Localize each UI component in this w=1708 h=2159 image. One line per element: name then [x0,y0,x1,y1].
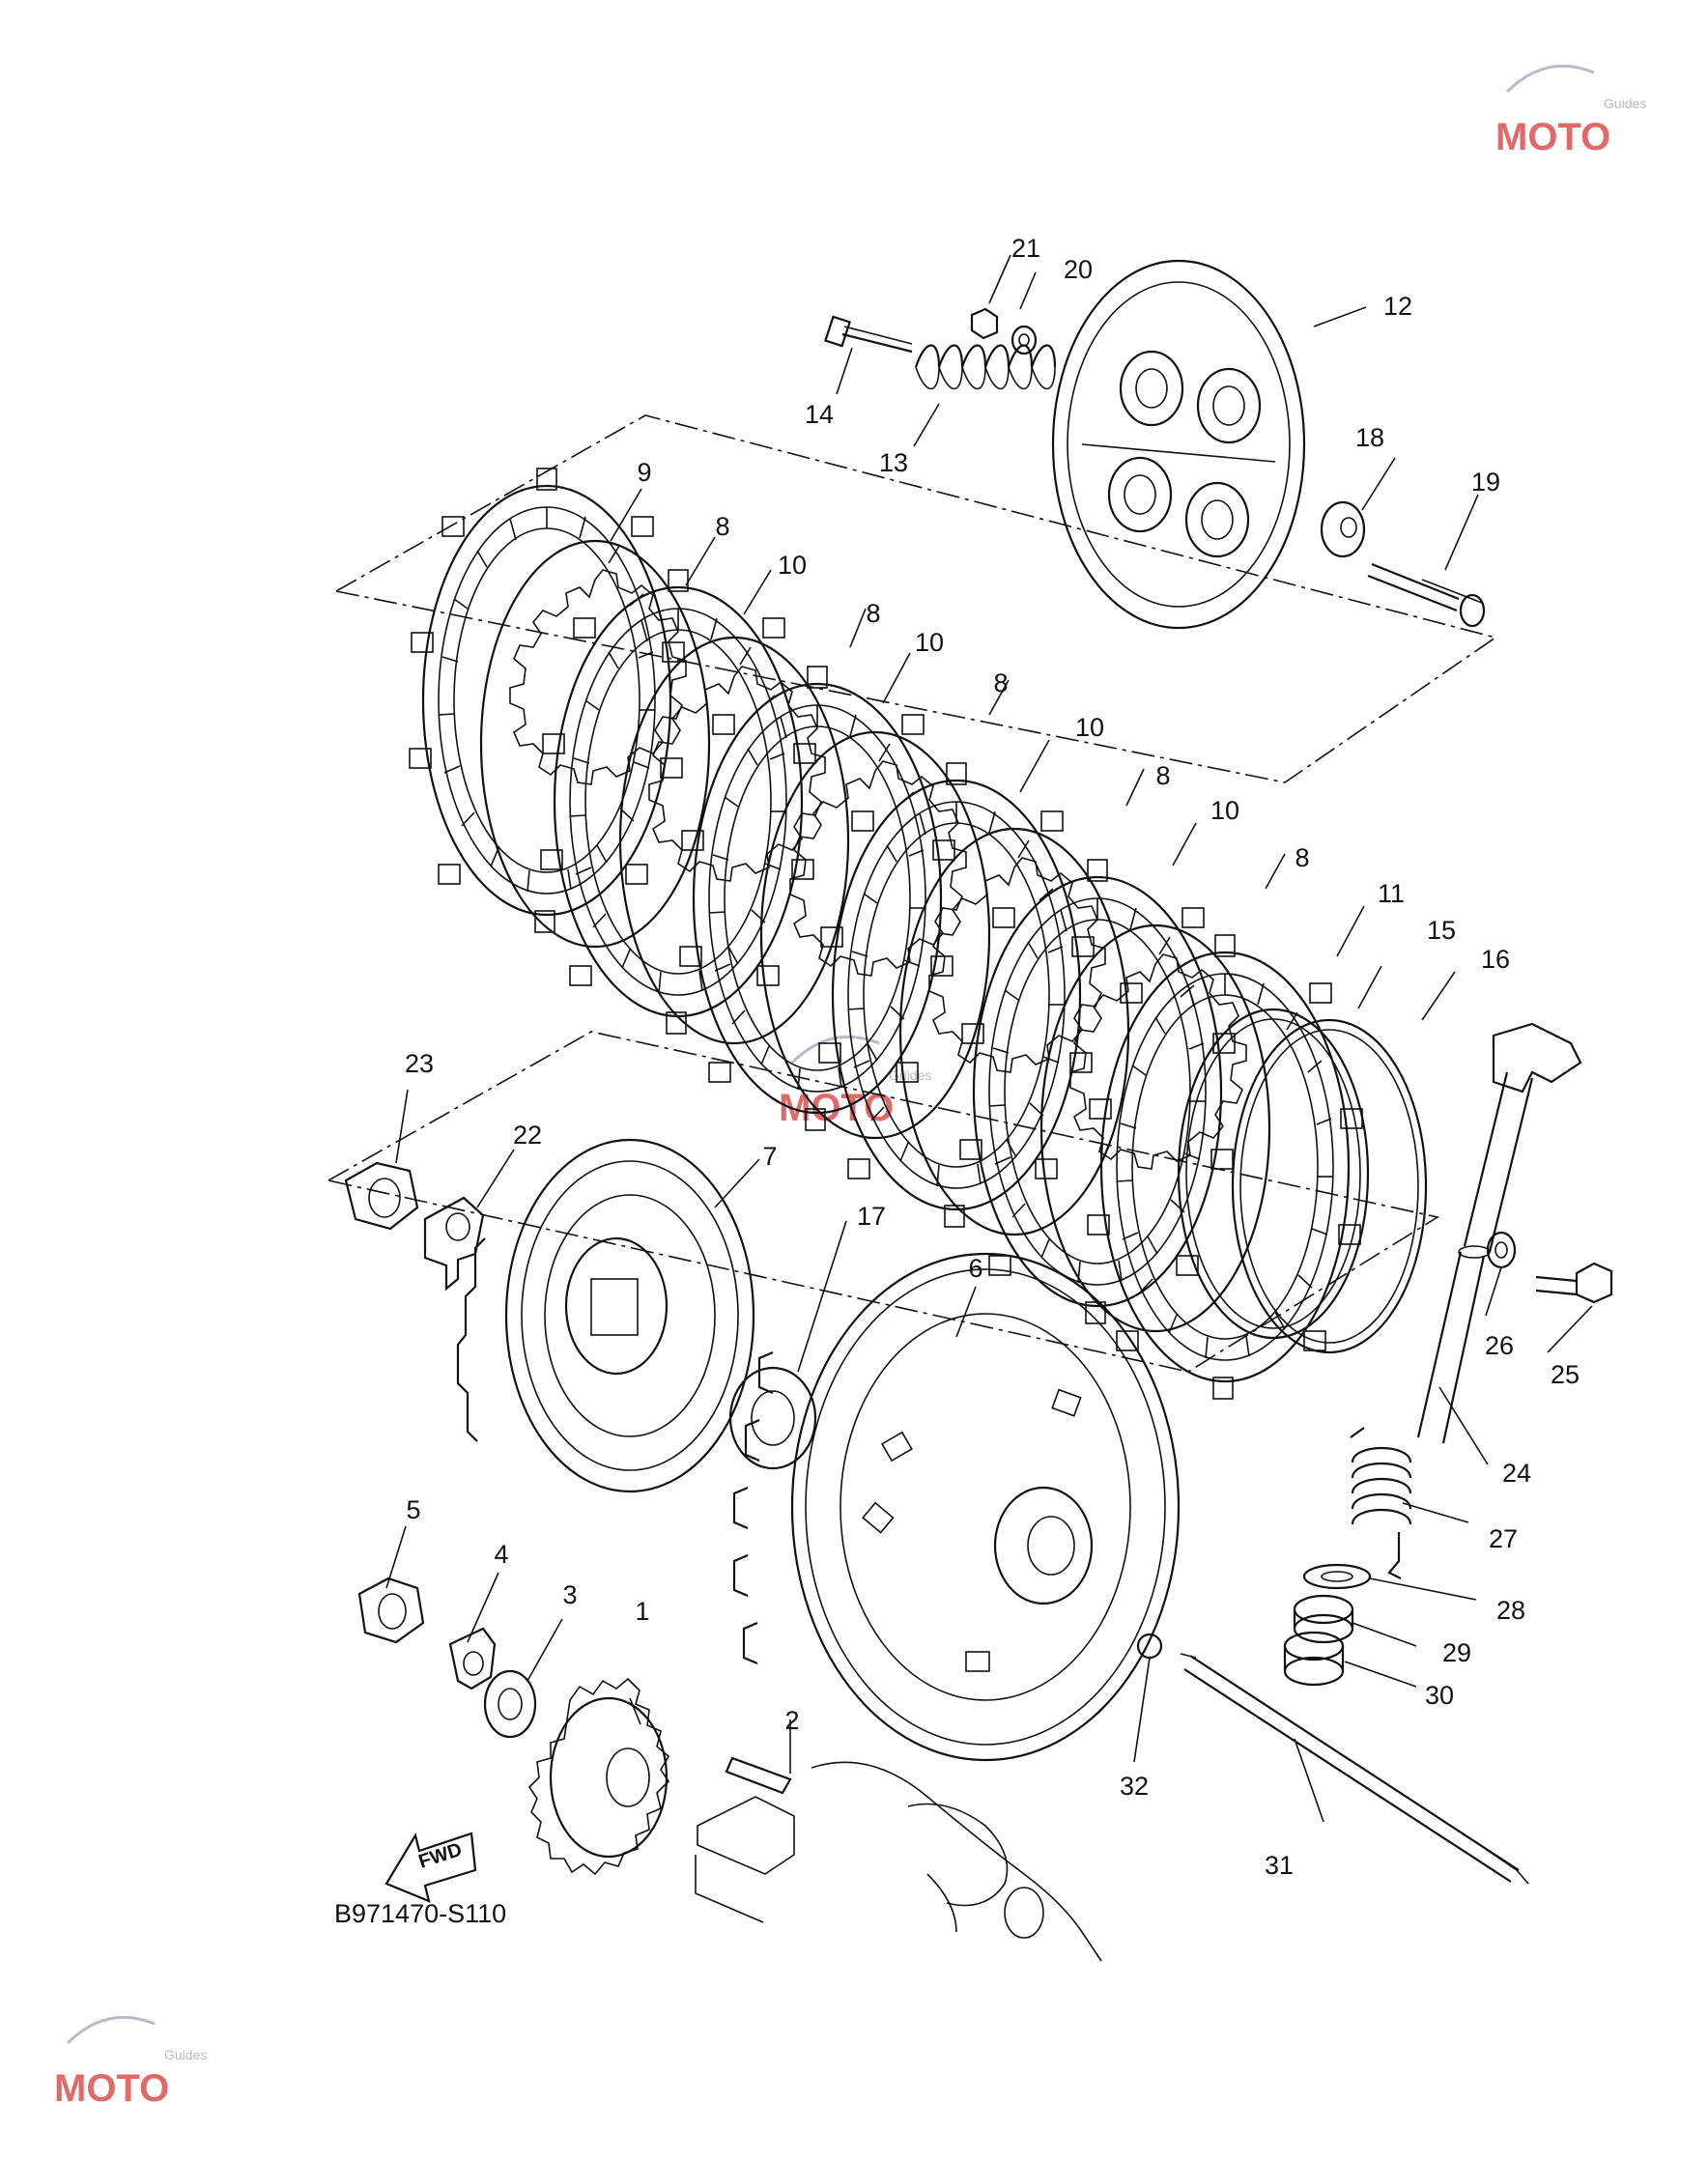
callout-16: 16 [1481,945,1510,974]
lever-bearing [1293,1594,1354,1644]
callout-8e: 8 [1295,843,1309,872]
hub-group-box [326,1031,1440,1373]
callout-18: 18 [1355,423,1384,452]
callout-24: 24 [1502,1459,1531,1488]
clutch-push-rod [1180,1653,1529,1885]
clutch-spring [914,344,1057,390]
diagram-code: B971470-S110 [334,1899,506,1928]
callout-19: 19 [1471,468,1500,497]
callout-15: 15 [1427,916,1456,945]
push-plate [1320,500,1366,558]
nut [970,307,999,340]
callout-10d: 10 [1210,796,1239,825]
lock-washer [423,1196,485,1292]
straight-key [725,1756,792,1795]
callout-8a: 8 [715,512,729,541]
svg-text:MOTO: MOTO [1495,116,1610,158]
svg-text:MOTO: MOTO [54,2067,169,2110]
callout-10b: 10 [915,628,944,657]
seat-plate [1231,1018,1428,1354]
primary-nut [357,1577,425,1644]
callout-8c: 8 [993,668,1008,697]
callout-8d: 8 [1155,761,1170,790]
callout-25: 25 [1551,1360,1580,1389]
callout-26: 26 [1485,1331,1514,1360]
fwd-arrow: FWD [384,1832,477,1903]
bolt [824,315,913,354]
pressure-plate [1051,259,1306,630]
push-rod [1367,562,1486,628]
cushion-ring [1177,1008,1370,1340]
oil-seal [1302,1563,1372,1590]
callout-30: 30 [1425,1681,1454,1710]
callout-10c: 10 [1075,713,1104,742]
primary-driven-gear [732,1252,1181,1762]
callout-8b: 8 [866,599,880,628]
callout-2: 2 [784,1706,799,1735]
push-lever-spring [1350,1427,1412,1579]
primary-drive-gear [527,1677,670,1876]
callout-27: 27 [1489,1524,1518,1553]
callout-11: 11 [1378,879,1405,908]
friction-plate-9 [408,467,686,934]
callout-1: 1 [635,1597,649,1626]
primary-washer [483,1669,537,1739]
callout-13: 13 [879,448,908,477]
leader-lines [385,254,1593,1823]
svg-text:MOTO: MOTO [779,1087,894,1129]
lever-collar [1283,1631,1345,1687]
lever-washer [1486,1231,1517,1269]
callout-10a: 10 [778,551,807,580]
friction-plate-11 [1086,933,1364,1401]
callout-28: 28 [1496,1596,1525,1625]
callout-17: 17 [857,1202,886,1231]
crankcase-fragment [695,1761,1102,1962]
push-lever-shaft [1416,1022,1582,1444]
friction-plate-10a [539,568,817,1036]
callout-12: 12 [1383,292,1412,321]
lever-bolt [1535,1262,1613,1304]
callout-14: 14 [805,400,834,429]
callout-6: 6 [968,1254,982,1283]
watermark-bottom-left: MOTO Guides [54,2015,207,2110]
callout-4: 4 [494,1540,508,1569]
steel-plate-8e [1039,923,1271,1333]
callouts: 1 2 3 4 5 6 7 8 8 8 8 8 9 10 10 10 10 11… [405,234,1580,1880]
fwd-label: FWD [416,1839,465,1873]
thrust-washer [728,1366,817,1470]
primary-lock-washer [448,1627,497,1690]
svg-text:Guides: Guides [164,2047,207,2062]
callout-7: 7 [762,1142,777,1171]
callout-3: 3 [562,1580,577,1609]
hub-nut [344,1161,419,1231]
callout-9: 9 [637,458,651,487]
plate-group-box [333,414,1497,783]
callout-29: 29 [1442,1638,1471,1667]
clutch-boss [456,1138,755,1493]
callout-23: 23 [405,1049,434,1078]
callout-5: 5 [406,1495,420,1524]
washer [1011,325,1038,355]
svg-text:Guides: Guides [889,1067,931,1083]
callout-31: 31 [1265,1851,1294,1880]
watermark-top-right: MOTO Guides [1495,64,1646,158]
svg-text:Guides: Guides [1604,96,1646,111]
callout-21: 21 [1011,234,1040,263]
callout-22: 22 [513,1121,542,1150]
friction-plate-10c [817,761,1096,1229]
callout-32: 32 [1120,1772,1149,1801]
callout-20: 20 [1064,255,1093,284]
